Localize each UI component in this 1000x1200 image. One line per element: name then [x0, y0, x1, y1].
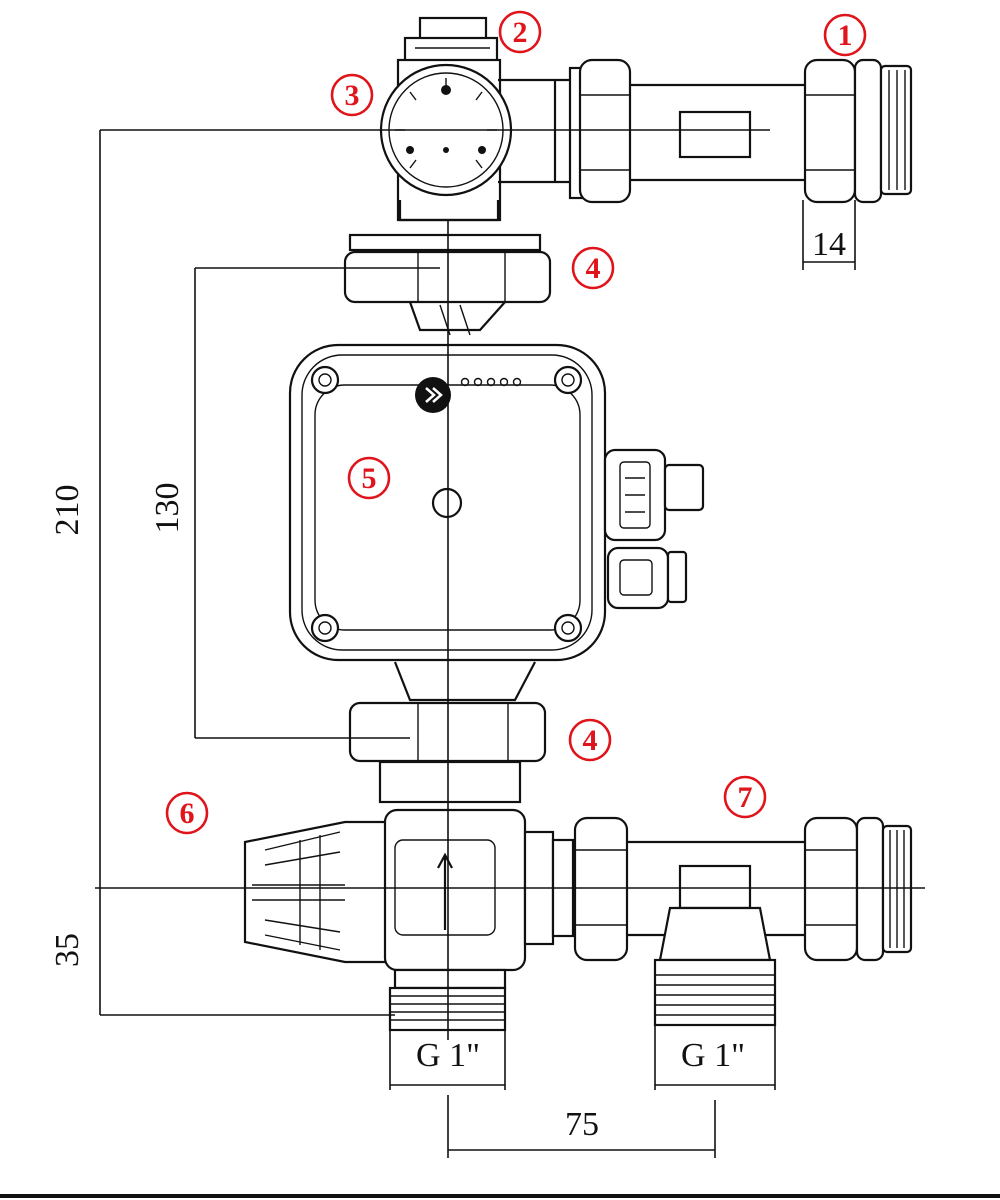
svg-text:5: 5	[362, 462, 377, 495]
dimension-g1-right: G 1"	[654, 1025, 776, 1090]
mixing-valve-assembly	[243, 808, 629, 1032]
pump-led-indicators	[460, 377, 522, 387]
callout-3: 3	[330, 73, 374, 117]
dimension-130: 130	[149, 267, 440, 739]
callout-6: 6	[165, 791, 209, 835]
sensor-window	[678, 110, 752, 159]
svg-text:3: 3	[345, 79, 360, 112]
pump-center-cap	[431, 487, 463, 519]
svg-text:7: 7	[738, 781, 753, 814]
dimension-75: 75	[447, 1095, 716, 1158]
callout-5: 5	[347, 456, 391, 500]
callout-4-upper: 4	[571, 246, 615, 290]
svg-text:1: 1	[838, 19, 853, 52]
pump-connectors	[603, 448, 705, 610]
pump-bolts	[310, 365, 583, 643]
dimension-35-label: 35	[49, 933, 86, 967]
dimension-75-label: 75	[565, 1106, 599, 1143]
dimension-g1-left: G 1"	[389, 1030, 506, 1090]
callout-4-lower: 4	[568, 718, 612, 762]
svg-text:2: 2	[513, 16, 528, 49]
dimension-g1-left-label: G 1"	[416, 1037, 480, 1074]
callout-7: 7	[723, 775, 767, 819]
dimension-g1-right-label: G 1"	[681, 1037, 745, 1074]
dimension-210: 210	[49, 130, 395, 1016]
dimension-210-label: 210	[49, 485, 86, 536]
air-vent-cap	[403, 16, 499, 64]
svg-text:4: 4	[583, 724, 598, 757]
svg-text:6: 6	[180, 797, 195, 830]
svg-text:4: 4	[586, 252, 601, 285]
bottom-tee-assembly	[627, 816, 913, 1027]
circulation-pump	[288, 343, 705, 662]
pump-control-button	[415, 377, 451, 413]
valve-handle-knob	[243, 820, 397, 964]
callout-2: 2	[498, 10, 542, 54]
dimension-35: 35	[49, 933, 86, 967]
top-union-nut-left	[568, 58, 632, 204]
right-thread-outlet	[653, 958, 777, 1027]
callout-1: 1	[823, 13, 867, 57]
center-lines	[95, 129, 925, 1040]
dimension-130-label: 130	[149, 483, 186, 534]
top-union-nut-right	[803, 58, 913, 204]
dimension-14: 14	[802, 200, 856, 270]
dimension-14-label: 14	[812, 226, 846, 263]
